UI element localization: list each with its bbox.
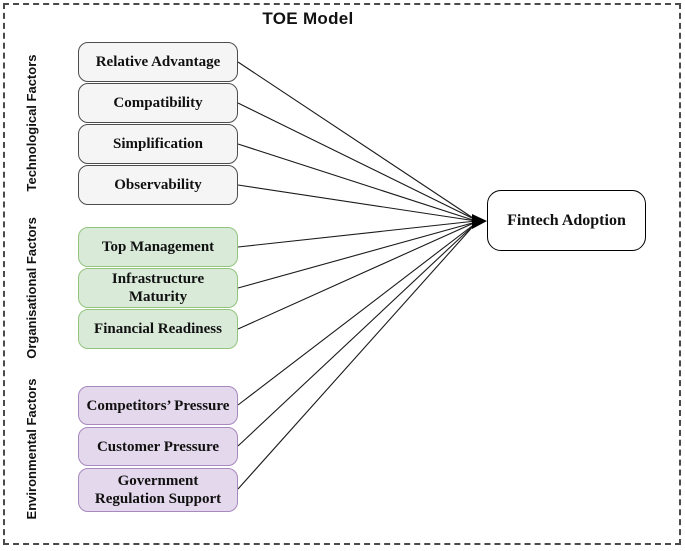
factor-box-infrastructure-maturity: Infrastructure Maturity (78, 268, 238, 308)
factor-box-observability: Observability (78, 165, 238, 205)
factor-box-competitors-pressure: Competitors’ Pressure (78, 386, 238, 425)
group-label-organisational-factors: Organisational Factors (24, 217, 39, 359)
group-label-environmental-factors: Environmental Factors (24, 378, 39, 520)
factor-box-simplification: Simplification (78, 124, 238, 164)
factor-box-top-management: Top Management (78, 227, 238, 267)
factor-box-relative-advantage: Relative Advantage (78, 42, 238, 82)
diagram-title: TOE Model (262, 9, 354, 28)
factor-box-financial-readiness: Financial Readiness (78, 309, 238, 349)
factor-box-customer-pressure: Customer Pressure (78, 427, 238, 466)
outcome-box-fintech-adoption: Fintech Adoption (487, 190, 646, 251)
dashed-border-frame (3, 3, 681, 545)
factor-box-government-regulation-support: Government Regulation Support (78, 468, 238, 512)
group-label-technological-factors: Technological Factors (24, 54, 39, 192)
factor-box-compatibility: Compatibility (78, 83, 238, 123)
